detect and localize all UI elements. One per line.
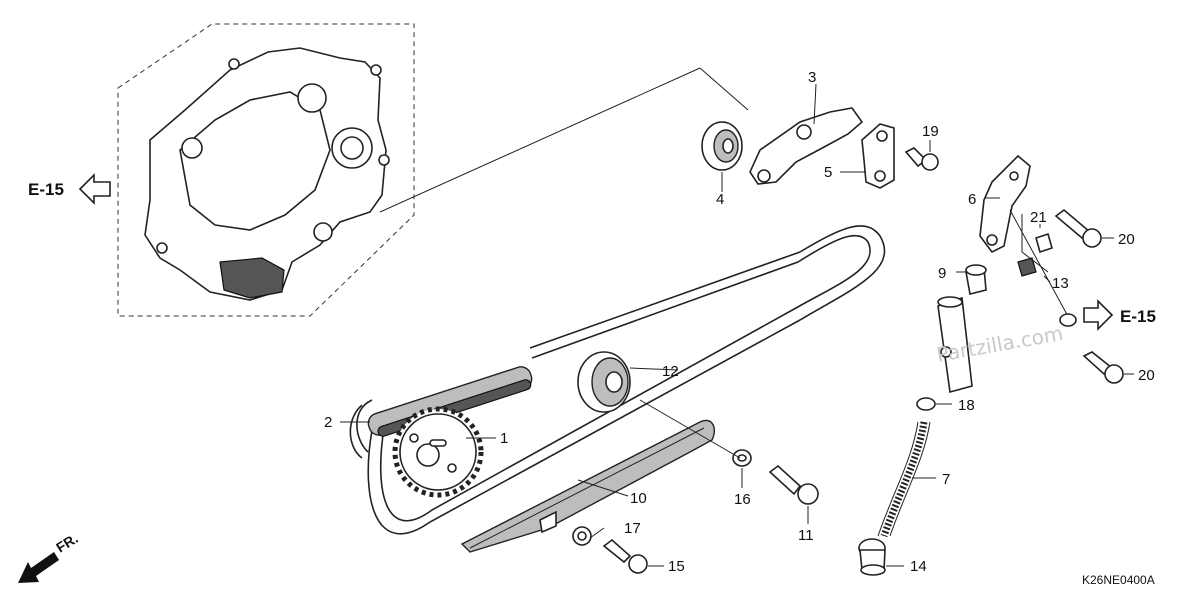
washer-16[interactable] <box>732 449 752 467</box>
cap-9[interactable] <box>965 264 987 295</box>
bolt-19[interactable] <box>904 147 939 171</box>
crankcase-bolt-4 <box>228 58 240 70</box>
sprocket-hole-1 <box>409 433 419 443</box>
callout-15[interactable]: 15 <box>668 558 685 575</box>
front-direction-mark: FR. <box>18 530 81 583</box>
callout-17[interactable]: 17 <box>624 520 641 537</box>
guide-pivot-tab <box>539 510 557 534</box>
crankcase-bearing-inner <box>340 136 364 160</box>
seal-13[interactable] <box>1017 257 1037 277</box>
ref-mark-left[interactable]: E-15 <box>28 173 111 205</box>
crankcase-assembly[interactable] <box>117 23 749 317</box>
ref-mark-right[interactable]: E-15 <box>1083 299 1156 331</box>
sprocket-hub <box>416 443 440 467</box>
callout-leaders <box>340 83 1134 567</box>
arrow-right-icon <box>1083 299 1114 331</box>
crankcase-boss-upper <box>297 83 327 113</box>
tensioner-lifter[interactable] <box>937 296 973 394</box>
chain-outer-run <box>367 225 886 535</box>
crankcase-inner-web <box>179 91 331 231</box>
chain-guide[interactable] <box>460 419 716 553</box>
callout-18[interactable]: 18 <box>958 397 975 414</box>
roller-hub <box>605 371 623 393</box>
tensioner-bracket-6[interactable] <box>979 154 1031 254</box>
sprocket-hole-2 <box>447 463 457 473</box>
cam-plate-3[interactable] <box>749 107 864 185</box>
bolt-21[interactable] <box>1035 232 1053 254</box>
callout-1[interactable]: 1 <box>500 430 508 447</box>
callout-6[interactable]: 6 <box>968 191 976 208</box>
callout-20-upper[interactable]: 20 <box>1118 231 1135 248</box>
ref-mark-right-label: E-15 <box>1120 307 1156 326</box>
callout-labels: 1 2 3 4 5 6 7 9 10 11 12 13 14 15 16 17 … <box>324 69 1155 575</box>
chain-roller[interactable] <box>577 351 631 413</box>
o-ring-18[interactable] <box>916 397 936 411</box>
callout-16[interactable]: 16 <box>734 491 751 508</box>
callout-19[interactable]: 19 <box>922 123 939 140</box>
oil-seal-4[interactable] <box>701 121 743 171</box>
plate-5[interactable] <box>861 123 895 189</box>
callout-9[interactable]: 9 <box>938 265 946 282</box>
front-arrow-icon <box>18 552 59 583</box>
callout-2[interactable]: 2 <box>324 414 332 431</box>
washer-17[interactable] <box>572 526 592 546</box>
chain-inner-run <box>379 234 871 522</box>
bolt-20-lower[interactable] <box>1082 351 1124 384</box>
callout-12[interactable]: 12 <box>662 363 679 380</box>
callout-14[interactable]: 14 <box>910 558 927 575</box>
crankcase-bolt-2 <box>378 154 390 166</box>
callout-5[interactable]: 5 <box>824 164 832 181</box>
callout-10[interactable]: 10 <box>630 490 647 507</box>
diagram-code: K26NE0400A <box>1082 573 1155 587</box>
crankcase-bolt-3 <box>156 242 168 254</box>
sprocket-slot <box>429 439 447 447</box>
callout-20-lower[interactable]: 20 <box>1138 367 1155 384</box>
ref-mark-left-label: E-15 <box>28 180 64 199</box>
crankcase-seal <box>313 222 333 242</box>
callout-3[interactable]: 3 <box>808 69 816 86</box>
crankcase-lower-block <box>219 257 285 299</box>
callout-13[interactable]: 13 <box>1052 275 1069 292</box>
gasket-flat[interactable] <box>1059 313 1077 327</box>
spring-seat-14[interactable] <box>858 538 886 576</box>
callout-7[interactable]: 7 <box>942 471 950 488</box>
tensioner-spring-7[interactable] <box>877 421 931 538</box>
cam-sprocket[interactable] <box>392 406 484 498</box>
front-direction-label: FR. <box>53 530 81 556</box>
crankcase-boss-left <box>181 137 203 159</box>
bolt-15[interactable] <box>602 538 648 574</box>
chain-leader-line <box>699 67 749 111</box>
callout-11[interactable]: 11 <box>798 527 814 544</box>
guide-body <box>460 419 716 553</box>
crankcase-dashed-outline <box>117 23 415 317</box>
arrow-left-icon <box>78 173 111 205</box>
bolt-11[interactable] <box>768 464 819 505</box>
crankcase-leader-line <box>379 67 701 213</box>
crankcase-bolt-1 <box>370 64 382 76</box>
callout-21[interactable]: 21 <box>1030 209 1047 226</box>
callout-4[interactable]: 4 <box>716 191 724 208</box>
bolt-20-upper[interactable] <box>1054 208 1102 248</box>
